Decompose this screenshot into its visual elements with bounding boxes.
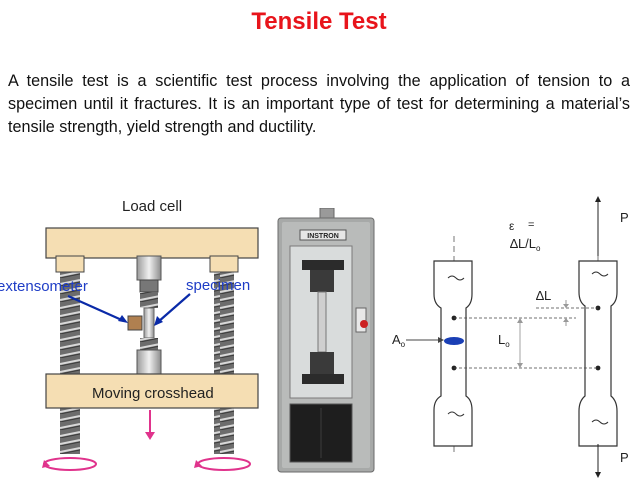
strain-equals: = xyxy=(528,219,534,231)
tensile-schematic: Load cell extensometer specimen Moving c… xyxy=(0,198,259,471)
specimen-arrow xyxy=(157,293,191,323)
left-rotation-arrow xyxy=(43,457,97,471)
extensometer-block xyxy=(127,315,143,331)
testing-machine: INSTRON xyxy=(277,208,375,473)
load-cell xyxy=(136,255,162,281)
left-specimen xyxy=(433,260,473,447)
extensometer-label: extensometer xyxy=(0,278,88,295)
load-cell-label: Load cell xyxy=(122,198,182,215)
machine-badge-text: INSTRON xyxy=(307,233,339,240)
machine-badge xyxy=(299,229,347,241)
top-crosshead xyxy=(45,227,259,259)
extensometer-arrow xyxy=(67,294,125,323)
gauge-length-label: Lo xyxy=(498,332,510,349)
intro-paragraph: A tensile test is a scientific test proc… xyxy=(8,72,630,136)
cross-section-marker xyxy=(444,337,464,345)
right-rotation-arrow xyxy=(197,457,251,471)
load-label-bottom: P xyxy=(620,450,629,465)
crosshead-label: Moving crosshead xyxy=(92,385,214,402)
area-label: Ao xyxy=(392,332,406,349)
specimen xyxy=(143,307,155,339)
strain-symbol: ε xyxy=(509,219,515,233)
strain-formula: ∆L/Lo xyxy=(510,236,541,253)
right-specimen xyxy=(578,260,618,447)
slide-title: Tensile Test xyxy=(251,8,387,35)
moving-crosshead xyxy=(45,373,259,409)
delta-l-label: ∆L xyxy=(536,288,551,303)
specimen-label: specimen xyxy=(186,277,250,294)
emergency-stop xyxy=(360,320,368,328)
load-label-top: P xyxy=(620,210,629,225)
specimen-diagram: ε = ∆L/Lo ∆L Ao Lo P P xyxy=(392,196,629,478)
